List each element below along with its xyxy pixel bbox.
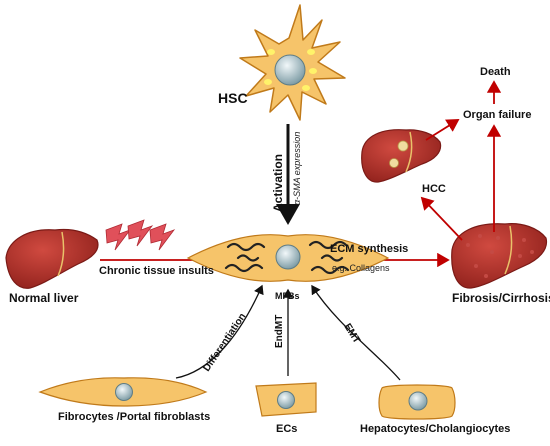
emt-label: EMT [341,322,362,346]
fibrosis-to-hcc-arrow [420,196,463,241]
normal-liver-icon [5,228,99,289]
ecm-synthesis-label: ECM synthesis [330,243,408,255]
hcc-to-organ-failure-arrow [425,119,460,141]
hsc-label: HSC [218,90,248,106]
collagen-fibers [224,240,350,275]
asma-label: α-SMA expression [292,132,302,205]
lightning-icon [105,219,176,251]
mfb-cell [186,234,390,282]
endmt-label: EndMT [274,315,285,348]
fibrocytes-label: Fibrocytes /Portal fibroblasts [58,411,210,423]
differentiation-arrow [175,284,264,379]
chronic-insults-label: Chronic tissue insults [99,265,214,277]
fibrotic-liver-icon [451,223,548,289]
hepatocyte-cell [378,384,456,420]
hepatocytes-label: Hepatocytes/Cholangiocytes [360,423,510,435]
death-label: Death [480,66,511,78]
mfbs-label: MFBs [275,291,300,301]
hcc-label: HCC [422,183,446,195]
organ-failure-label: Organ failure [463,109,531,121]
differentiation-label: Differentiation [201,311,248,373]
emt-arrow [311,284,401,381]
ec-cell [255,382,317,417]
hsc-cell [239,4,346,121]
ecs-label: ECs [276,423,297,435]
fibrocyte-cell [38,377,208,407]
normal-liver-label: Normal liver [9,291,79,305]
activation-label: Activation [271,154,285,212]
fibrosis-label: Fibrosis/Cirrhosis [452,291,550,305]
collagens-label: e.g. Collagens [332,263,390,273]
hcc-liver-icon [361,129,442,183]
